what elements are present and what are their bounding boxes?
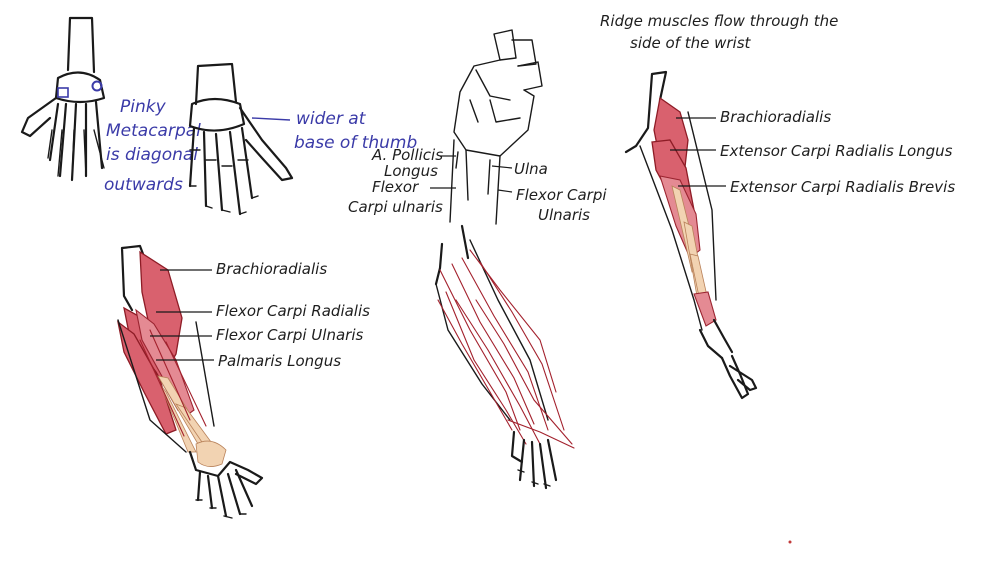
label-ulna: Ulna (514, 160, 548, 178)
stray-mark (788, 540, 792, 544)
label-brachioradialis-side: Brachioradialis (720, 108, 831, 126)
pinky-metacarpal-note: Pinky Metacarpal is diagonal outwards (104, 97, 201, 195)
label-ext-carpi-radialis-brevis: Extensor Carpi Radialis Brevis (730, 178, 955, 196)
front-forearm-labels: Brachioradialis Flexor Carpi Radialis Fl… (150, 260, 370, 370)
thumb-note-line-1: wider at (296, 109, 367, 129)
pinky-note-line-2: Metacarpal (106, 121, 201, 141)
ridge-note-line-2: side of the wrist (630, 34, 752, 52)
thumb-base-note: wider at base of thumb (251, 109, 417, 153)
ridge-note-line-1: Ridge muscles flow through the (600, 12, 838, 30)
thumb-note-line-2: base of thumb (294, 133, 417, 153)
fist-labels: A. Pollicis Longus Flexor Carpi ulnaris … (348, 146, 607, 224)
label-flexor-2: Carpi ulnaris (348, 198, 443, 216)
label-flexor-carpi-ulnaris-1: Flexor Carpi (516, 186, 607, 204)
label-ext-carpi-radialis-longus: Extensor Carpi Radialis Longus (720, 142, 953, 160)
label-flexor-carpi-ulnaris-2: Ulnaris (538, 206, 590, 224)
forearm-fiber-sketch (434, 224, 575, 490)
label-palmaris-longus: Palmaris Longus (218, 352, 341, 370)
label-flexor-carpi-radialis: Flexor Carpi Radialis (216, 302, 370, 320)
side-forearm-notes: Ridge muscles flow through the side of t… (600, 12, 955, 196)
front-forearm-muscle-sketch (117, 244, 264, 519)
pinky-note-line-3: is diagonal (106, 145, 198, 165)
hand-back-sketch-large (188, 62, 294, 216)
side-forearm-muscle-sketch (624, 70, 758, 400)
label-a-pollicis-1: A. Pollicis (371, 146, 443, 164)
label-a-pollicis-2: Longus (384, 162, 438, 180)
pinky-note-line-4: outwards (104, 175, 183, 195)
hand-back-sketch-small (20, 16, 106, 182)
label-brachioradialis-front: Brachioradialis (216, 260, 327, 278)
pinky-note-line-1: Pinky (120, 97, 167, 117)
label-flexor-carpi-ulnaris: Flexor Carpi Ulnaris (216, 326, 363, 344)
label-flexor-1: Flexor (372, 178, 419, 196)
